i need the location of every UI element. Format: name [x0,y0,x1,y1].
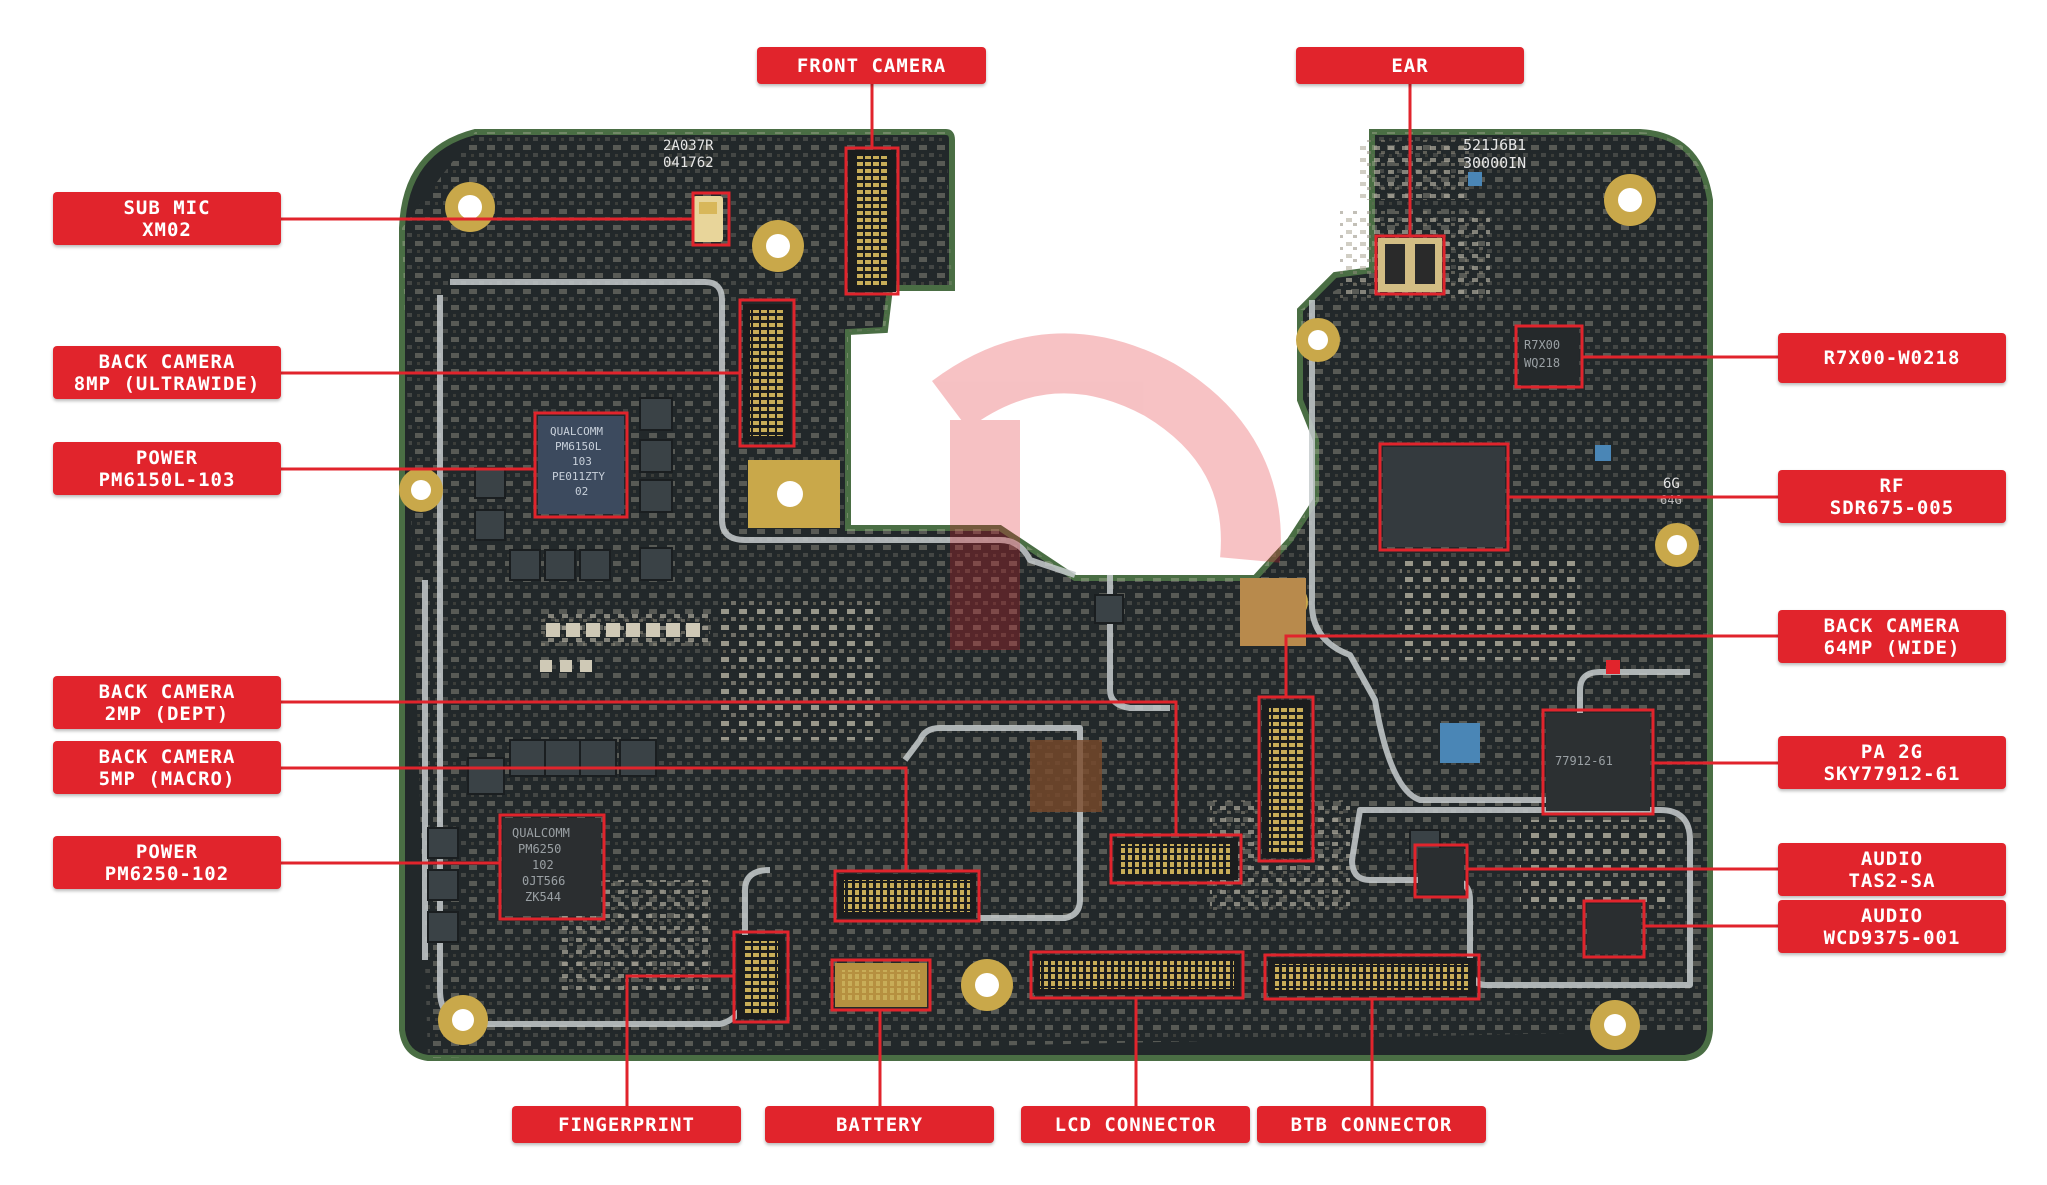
side-mark-6g: 6G [1663,476,1680,492]
label-audio-tas2-line2: TAS2-SA [1848,869,1936,892]
label-r7x00: R7X00-W0218 [1778,333,2006,383]
label-ear-line1: EAR [1391,54,1429,77]
label-fingerprint-line1: FINGERPRINT [558,1113,695,1136]
label-audio-wcd-line2: WCD9375-001 [1823,926,1961,949]
label-back-camera-64mp-line1: BACK CAMERA [1823,614,1961,637]
label-back-camera-64mp-line2: 64MP (WIDE) [1823,636,1961,659]
label-front-camera: FRONT CAMERA [757,47,986,84]
mounting-holes [399,174,1699,1050]
label-back-camera-8mp-line1: BACK CAMERA [98,350,236,373]
label-rf-line2: SDR675-005 [1829,496,1955,519]
label-pa-2g-line1: PA 2G [1860,740,1924,763]
label-back-camera-5mp-line2: 5MP (MACRO) [98,767,236,790]
label-back-camera-5mp-line1: BACK CAMERA [98,745,236,768]
chip-pm6250-line5: ZK544 [525,890,561,904]
label-back-camera-8mp-line2: 8MP (ULTRAWIDE) [73,372,261,395]
label-back-camera-2mp-line2: 2MP (DEPT) [104,702,230,725]
label-front-camera-line1: FRONT CAMERA [796,54,947,77]
chip-pm6150l-line5: 02 [575,485,588,498]
chip-pm6150l-line1: QUALCOMM [550,425,603,438]
chip-pm6250-line1: QUALCOMM [512,826,570,840]
label-r7x00-line1: R7X00-W0218 [1823,347,1961,369]
chip-r7x00-line2: WQ218 [1524,356,1560,370]
label-battery: BATTERY [765,1106,994,1143]
chip-pm6150l-line4: PE011ZTY [552,470,605,483]
silkscreen-left-1: 2A037R [663,138,714,154]
label-battery-line1: BATTERY [835,1113,924,1136]
label-power-pm6150l-line2: PM6150L-103 [98,468,236,491]
chip-pm6150l-line3: 103 [572,455,592,468]
leader-lines [281,82,1778,1106]
chip-r7x00-line1: R7X00 [1524,338,1560,352]
silkscreen-left-2: 041762 [663,155,714,171]
label-lcd-connector: LCD CONNECTOR [1021,1106,1250,1143]
label-btb-connector: BTB CONNECTOR [1257,1106,1486,1143]
label-fingerprint: FINGERPRINT [512,1106,741,1143]
chip-pm6250-line2: PM6250 [518,842,561,856]
label-sub-mic-line1: SUB MIC [123,196,211,219]
label-power-pm6250-line2: PM6250-102 [104,862,230,885]
label-btb-connector-line1: BTB CONNECTOR [1290,1113,1453,1136]
label-audio-tas2-line1: AUDIO [1860,847,1924,870]
chip-pm6250-line4: 0JT566 [522,874,565,888]
label-audio-wcd-line1: AUDIO [1860,904,1924,927]
watermark-logo [932,333,1281,650]
silkscreen-right-2: 30000IN [1463,154,1526,172]
side-mark-64g: 64G [1660,493,1682,507]
label-pa-2g-line2: SKY77912-61 [1823,762,1961,785]
label-ear: EAR [1296,47,1524,84]
label-lcd-connector-line1: LCD CONNECTOR [1054,1113,1217,1136]
label-power-pm6150l-line1: POWER [135,446,199,469]
chip-pm6150l-line2: PM6150L [555,440,602,453]
label-rf-line1: RF [1879,474,1905,497]
silkscreen-right-1: 521J6B1 [1463,136,1526,154]
chip-sky-line1: 77912-61 [1555,754,1613,768]
label-power-pm6250-line1: POWER [135,840,199,863]
label-sub-mic-line2: XM02 [142,218,192,241]
chip-pm6250-line3: 102 [532,858,554,872]
label-back-camera-2mp-line1: BACK CAMERA [98,680,236,703]
